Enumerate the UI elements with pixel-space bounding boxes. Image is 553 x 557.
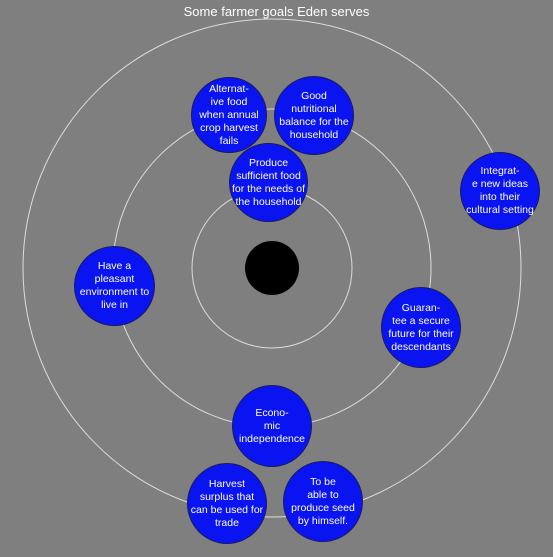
goal-sufficient-food: Produce sufficient food for the needs of…: [229, 143, 308, 222]
outer-ring: [22, 18, 522, 518]
goal-label: Harvest surplus that can be used for tra…: [190, 477, 264, 529]
goal-label: Econo- mic independence: [239, 406, 305, 445]
goal-label: Have a pleasant environment to live in: [79, 260, 150, 311]
goal-economic-independence: Econo- mic independence: [232, 385, 312, 467]
goal-label: Integrat- e new ideas into their cultura…: [466, 165, 534, 216]
diagram-title: Some farmer goals Eden serves: [183, 4, 370, 19]
goal-produce-seed: To be able to produce seed by himself.: [283, 461, 363, 542]
goal-integrate-ideas: Integrat- e new ideas into their cultura…: [460, 152, 540, 230]
goal-harvest-surplus: Harvest surplus that can be used for tra…: [187, 463, 267, 544]
goal-label: Produce sufficient food for the needs of…: [232, 156, 305, 208]
goal-label: Alternat- ive food when annual crop harv…: [199, 82, 259, 147]
goal-label: Guaran- tee a secure future for their de…: [388, 301, 454, 353]
center-dot: [245, 241, 299, 295]
goal-alternative-food: Alternat- ive food when annual crop harv…: [191, 77, 267, 153]
goal-label: To be able to produce seed by himself.: [291, 475, 355, 527]
goal-pleasant-environment: Have a pleasant environment to live in: [74, 246, 155, 326]
goal-nutritional-balance: Good nutritional balance for the househo…: [274, 76, 354, 155]
goal-label: Good nutritional balance for the househo…: [279, 89, 349, 141]
goal-secure-future: Guaran- tee a secure future for their de…: [381, 287, 461, 368]
